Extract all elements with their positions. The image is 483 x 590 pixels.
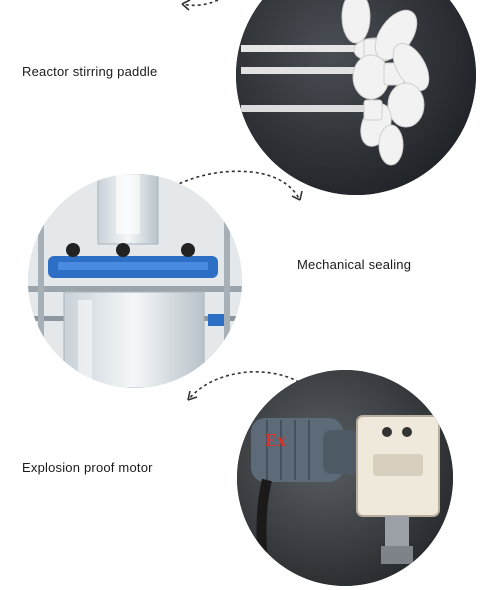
curved-arrow-top-icon	[181, 0, 219, 11]
explosion-proof-marking: Ex	[265, 430, 287, 450]
explosion-proof-motor-photo: Ex	[237, 370, 453, 586]
feature-label-explosion-proof-motor: Explosion proof motor	[22, 460, 153, 475]
mechanical-sealing-photo	[28, 174, 242, 388]
curved-arrow-right-icon	[173, 170, 303, 201]
stirring-paddle-photo	[236, 0, 476, 195]
feature-label-mechanical-sealing: Mechanical sealing	[297, 257, 412, 272]
feature-label-stirring-paddle: Reactor stirring paddle	[22, 64, 158, 79]
